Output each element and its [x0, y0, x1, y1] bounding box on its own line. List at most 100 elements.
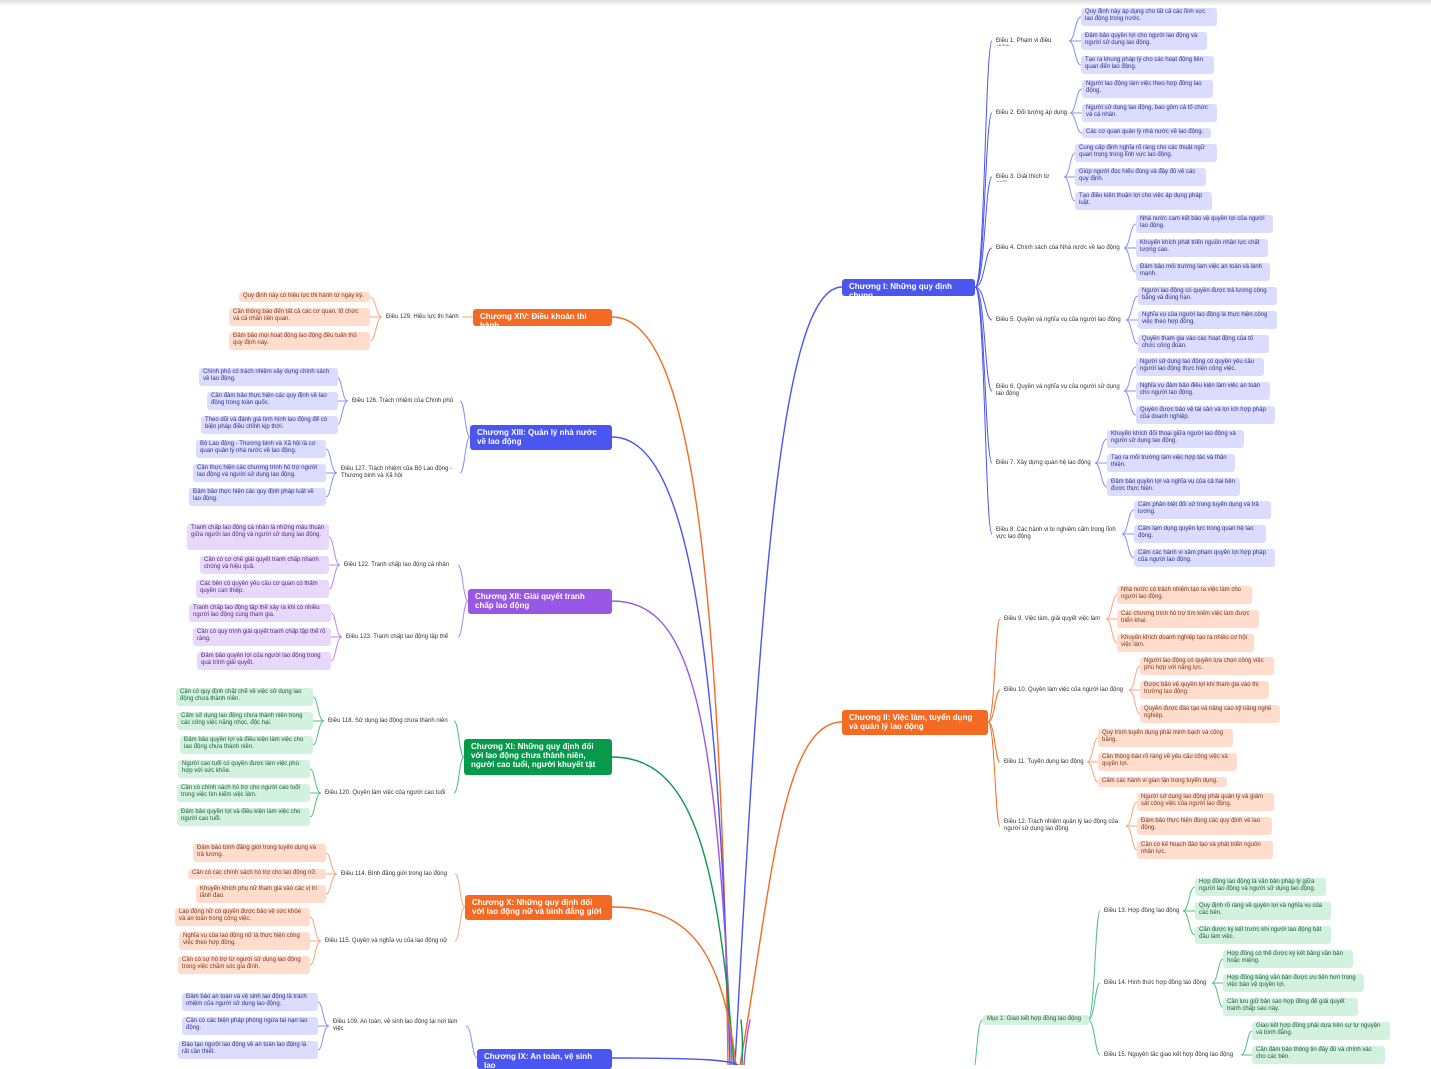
leaf-node[interactable]: Đào tạo người lao động về an toàn lao độ… — [178, 1041, 318, 1059]
leaf-node[interactable]: Tranh chấp lao động cá nhân là những mâu… — [187, 524, 329, 550]
leaf-node[interactable]: Đảm bảo mọi hoạt động lao động đều tuân … — [229, 332, 370, 350]
leaf-node[interactable]: Cần có kế hoạch đào tạo và phát triển ng… — [1137, 841, 1273, 859]
article-11-node[interactable]: Điều 11. Tuyển dụng lao động — [1004, 759, 1084, 765]
leaf-node[interactable]: Lao động nữ có quyền được bảo vệ sức khỏ… — [175, 908, 310, 926]
article-7-node[interactable]: Điều 7. Xây dựng quan hệ lao động — [996, 460, 1091, 466]
article-120-node[interactable]: Điều 120. Quyền làm việc của người cao t… — [325, 790, 446, 796]
leaf-node[interactable]: Các chương trình hỗ trợ tìm kiếm việc là… — [1117, 610, 1259, 628]
leaf-node[interactable]: Quyền được đào tạo và nâng cao kỹ năng n… — [1140, 705, 1280, 723]
leaf-node[interactable]: Đảm bảo quyền lợi của người lao động tro… — [197, 652, 331, 670]
leaf-node[interactable]: Khuyến khích đối thoại giữa người lao độ… — [1107, 430, 1244, 448]
leaf-node[interactable]: Nhà nước có trách nhiệm tạo ra việc làm … — [1117, 586, 1252, 604]
leaf-node[interactable]: Tạo ra khung pháp lý cho các hoạt động l… — [1081, 56, 1214, 74]
leaf-node[interactable]: Các bên có quyền yêu cầu cơ quan có thẩm… — [196, 580, 329, 598]
article-6-node[interactable]: Điều 6. Quyền và nghĩa vụ của người sử d… — [996, 384, 1120, 397]
leaf-node[interactable]: Cần lưu giữ bản sao hợp đồng để giải quy… — [1223, 998, 1358, 1016]
chapter-12-node[interactable]: Chương XII: Giải quyết tranh chấp lao độ… — [468, 589, 612, 614]
leaf-node[interactable]: Quy định này áp dụng cho tất cả các lĩnh… — [1081, 8, 1217, 26]
leaf-node[interactable]: Cần có sự hỗ trợ từ người sử dụng lao độ… — [178, 956, 310, 974]
leaf-node[interactable]: Người sử dụng lao động phải quản lý và g… — [1137, 793, 1274, 811]
leaf-node[interactable]: Theo dõi và đánh giá tình hình lao động … — [201, 416, 338, 434]
leaf-node[interactable]: Đảm bảo an toàn và vệ sinh lao động là t… — [182, 993, 318, 1011]
leaf-node[interactable]: Đảm bảo quyền lợi và điều kiện làm việc … — [177, 808, 310, 826]
leaf-node[interactable]: Người lao động làm việc theo hợp đồng la… — [1082, 80, 1213, 98]
article-8-node[interactable]: Điều 8. Các hành vi bị nghiêm cấm trong … — [996, 527, 1116, 540]
leaf-node[interactable]: Cần có các chính sách hỗ trợ cho lao độn… — [188, 869, 326, 879]
leaf-node[interactable]: Hợp đồng có thể được ký kết bằng văn bản… — [1223, 950, 1353, 968]
chapter-14-node[interactable]: Chương XIV: Điều khoản thi hành — [473, 309, 612, 326]
article-13-node[interactable]: Điều 13. Hợp đồng lao động — [1104, 908, 1180, 914]
article-10-node[interactable]: Điều 10. Quyền làm việc của người lao độ… — [1004, 687, 1124, 693]
article-12-node[interactable]: Điều 12. Trách nhiệm quản lý lao động củ… — [1004, 819, 1119, 832]
leaf-node[interactable]: Cần có cơ chế giải quyết tranh chấp nhan… — [200, 556, 329, 574]
leaf-node[interactable]: Cần có quy trình giải quyết tranh chấp t… — [193, 628, 331, 646]
leaf-node[interactable]: Tranh chấp lao động tập thể xảy ra khi c… — [189, 604, 331, 622]
leaf-node[interactable]: Đảm bảo quyền lợi và điều kiện làm việc … — [180, 736, 313, 754]
leaf-node[interactable]: Cần đảm bảo thực hiện các quy định về la… — [207, 392, 338, 410]
leaf-node[interactable]: Cung cấp định nghĩa rõ ràng cho các thuậ… — [1075, 144, 1217, 162]
leaf-node[interactable]: Cấm phân biệt đối xử trong tuyển dụng và… — [1134, 501, 1271, 519]
leaf-node[interactable]: Khuyến khích phát triển nguồn nhân lực c… — [1136, 239, 1268, 257]
leaf-node[interactable]: Nghĩa vụ đảm bảo điều kiện làm việc an t… — [1136, 382, 1270, 400]
article-14-node[interactable]: Điều 14. Hình thức hợp đồng lao động — [1104, 980, 1207, 986]
chapter-1-node[interactable]: Chương I: Những quy định chung — [842, 279, 975, 296]
leaf-node[interactable]: Bộ Lao động - Thương binh và Xã hội là c… — [196, 440, 326, 458]
article-122-node[interactable]: Điều 122. Tranh chấp lao động cá nhân — [344, 562, 450, 568]
leaf-node[interactable]: Đảm bảo môi trường làm việc an toàn và l… — [1136, 263, 1270, 281]
leaf-node[interactable]: Cần được ký kết trước khi người lao động… — [1195, 926, 1331, 944]
article-5-node[interactable]: Điều 5. Quyền và nghĩa vụ của người lao … — [996, 317, 1121, 323]
article-129-node[interactable]: Điều 129. Hiệu lực thi hành — [386, 314, 459, 320]
leaf-node[interactable]: Giao kết hợp đồng phải dựa trên sự tự ng… — [1252, 1022, 1390, 1040]
leaf-node[interactable]: Đảm bảo thực hiện các quy định pháp luật… — [189, 488, 326, 506]
leaf-node[interactable]: Hợp đồng lao động là văn bản pháp lý giữ… — [1195, 878, 1326, 896]
article-2-node[interactable]: Điều 2. Đối tượng áp dụng — [996, 110, 1067, 116]
leaf-node[interactable]: Quyền tham gia vào các hoạt động của tổ … — [1138, 335, 1269, 353]
leaf-node[interactable]: Giúp người đọc hiểu đúng và đầy đủ về cá… — [1075, 168, 1206, 186]
leaf-node[interactable]: Cần thông báo rõ ràng về yêu cầu công vi… — [1098, 753, 1237, 771]
article-118-node[interactable]: Điều 118. Sử dụng lao động chưa thành ni… — [328, 718, 448, 724]
leaf-node[interactable]: Quyền được bảo vệ tài sản và lợi ích hợp… — [1136, 406, 1275, 424]
leaf-node[interactable]: Cần đảm bảo thông tin đầy đủ và chính xá… — [1252, 1046, 1385, 1064]
leaf-node[interactable]: Đảm bảo thực hiện đúng các quy định về l… — [1137, 817, 1272, 835]
leaf-node[interactable]: Cần có quy định chặt chẽ về việc sử dụng… — [176, 688, 313, 706]
leaf-node[interactable]: Đảm bảo quyền lợi và nghĩa vụ của cả hai… — [1107, 478, 1240, 496]
leaf-node[interactable]: Người lao động có quyền được trả lương c… — [1138, 287, 1277, 305]
leaf-node[interactable]: Quy định rõ ràng về quyền lợi và nghĩa v… — [1195, 902, 1331, 920]
leaf-node[interactable]: Cần có các biện pháp phòng ngừa tai nạn … — [182, 1017, 318, 1035]
leaf-node[interactable]: Quy trình tuyển dụng phải minh bạch và c… — [1098, 729, 1233, 747]
leaf-node[interactable]: Người sử dụng lao động có quyền yêu cầu … — [1136, 358, 1264, 376]
leaf-node[interactable]: Cần có chính sách hỗ trợ cho người cao t… — [177, 784, 310, 802]
leaf-node[interactable]: Nghĩa vụ của người lao động là thực hiện… — [1138, 311, 1277, 329]
article-127-node[interactable]: Điều 127. Trách nhiệm của Bộ Lao động - … — [341, 466, 453, 479]
leaf-node[interactable]: Người sử dụng lao động, bao gồm cả tổ ch… — [1082, 104, 1217, 122]
leaf-node[interactable]: Hợp đồng bằng văn bản được ưu tiên hơn t… — [1223, 974, 1364, 992]
leaf-node[interactable]: Người cao tuổi có quyền được làm việc ph… — [178, 760, 310, 778]
chapter-9-node[interactable]: Chương IX: An toàn, vệ sinh lao — [477, 1049, 612, 1069]
leaf-node[interactable]: Đảm bảo bình đẳng giới trong tuyển dụng … — [193, 844, 326, 862]
chapter-13-node[interactable]: Chương XIII: Quản lý nhà nước về lao độn… — [470, 425, 612, 450]
article-109-node[interactable]: Điều 109. An toàn, vệ sinh lao động tại … — [333, 1019, 458, 1032]
leaf-node[interactable]: Cấm sử dụng lao động chưa thành niên tro… — [177, 712, 313, 730]
article-15-node[interactable]: Điều 15. Nguyên tắc giao kết hợp đồng la… — [1104, 1052, 1234, 1058]
article-9-node[interactable]: Điều 9. Việc làm, giải quyết việc làm — [1004, 616, 1101, 622]
article-114-node[interactable]: Điều 114. Bình đẳng giới trong lao động — [341, 871, 447, 877]
leaf-node[interactable]: Cần thông báo đến tất cả các cơ quan, tổ… — [229, 308, 370, 326]
leaf-node[interactable]: Nhà nước cam kết bảo vệ quyền lợi của ng… — [1136, 215, 1273, 233]
article-126-node[interactable]: Điều 126. Trách nhiệm của Chính phủ — [352, 398, 454, 404]
article-4-node[interactable]: Điều 4. Chính sách của Nhà nước về lao đ… — [996, 245, 1120, 251]
leaf-node[interactable]: Cấm lạm dụng quyền lực trong quan hệ lao… — [1134, 525, 1266, 543]
section-1-node[interactable]: Mục 1: Giao kết hợp đồng lao động — [983, 1015, 1089, 1025]
chapter-10-node[interactable]: Chương X: Những quy định đối với lao độn… — [465, 895, 612, 920]
leaf-node[interactable]: Cần thực hiện các chương trình hỗ trợ ng… — [193, 464, 326, 482]
article-1-node[interactable]: Điều 1. Phạm vi điều chỉnh — [996, 38, 1052, 46]
article-115-node[interactable]: Điều 115. Quyền và nghĩa vụ của lao động… — [325, 938, 448, 944]
leaf-node[interactable]: Chính phủ có trách nhiệm xây dựng chính … — [199, 368, 338, 386]
leaf-node[interactable]: Cấm các hành vi xâm phạm quyền lợi hợp p… — [1134, 549, 1275, 567]
article-123-node[interactable]: Điều 123. Tranh chấp lao động tập thể — [346, 634, 449, 640]
leaf-node[interactable]: Các cơ quan quản lý nhà nước về lao động… — [1082, 128, 1211, 138]
leaf-node[interactable]: Cấm các hành vi gian lận trong tuyển dụn… — [1098, 777, 1227, 787]
leaf-node[interactable]: Được bảo vệ quyền lợi khi tham gia vào t… — [1140, 681, 1269, 699]
chapter-2-node[interactable]: Chương II: Việc làm, tuyển dụng và quản … — [842, 710, 988, 735]
leaf-node[interactable]: Khuyến khích phụ nữ tham gia vào các vị … — [196, 885, 326, 903]
leaf-node[interactable]: Đảm bảo quyền lợi cho người lao động và … — [1081, 32, 1207, 50]
